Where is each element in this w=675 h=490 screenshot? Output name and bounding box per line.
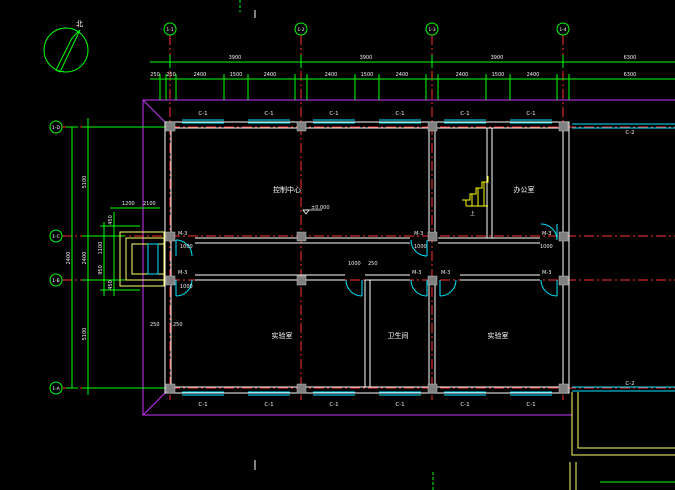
dim-steps: 450 [108,280,114,290]
columns [165,121,569,394]
axis-bubble-1-C: 1-C [49,229,63,243]
window-label: C-1 [264,111,273,117]
dim-misc: 250 [368,261,378,267]
axis-bubble-1-D: 1-D [49,120,63,134]
dim-segment: 2400 [264,72,277,78]
elevation-label: ±0.000 [311,205,330,211]
site-outline [142,392,166,416]
axis-bubble-1-1: 1-1 [163,22,177,36]
site-outline [142,99,166,123]
room-label-lab: 实验室 [272,331,293,340]
svg-text:1-D: 1-D [52,125,60,131]
dim-steps: 2100 [143,201,156,207]
left-dimension-lines [66,118,165,395]
window-label: C-2 [625,130,634,136]
window-label: C-1 [460,402,469,408]
windows-top [182,119,552,124]
dim-segment: 250 [150,72,160,78]
door-label: M-3 [542,270,551,276]
dim-steps: 1200 [122,201,135,207]
axis-bubble-1-B: 1-B [49,273,63,287]
svg-text:1-2: 1-2 [297,27,304,33]
dim-overall: 6300 [624,55,637,61]
dim-steps: 950 [98,265,104,275]
dim-left: 5100 [82,176,88,189]
exterior-walls [164,121,570,394]
dim-segment: 2400 [456,72,469,78]
door-width: 1000 [348,261,361,267]
door-label: M-3 [178,231,187,237]
dim-left: 2400 [82,252,88,265]
axis-bubble-1-4: 1-4 [556,22,570,36]
elevation-mark: ±0.000 [302,205,330,215]
room-label-toilet: 卫生间 [388,331,409,340]
door-width: 1000 [180,284,193,290]
dim-segment: 2400 [194,72,207,78]
top-dimension-lines [150,55,675,100]
door-label: M-3 [414,231,423,237]
room-label-control-center: 控制中心 [273,185,301,194]
dim-segment: 250 [166,72,176,78]
door-width: 1000 [540,244,553,250]
axis-bubble-1-2: 1-2 [294,22,308,36]
door-label: M-3 [178,270,187,276]
dim-segment: 2400 [325,72,338,78]
entrance-door [147,243,159,275]
svg-text:1-B: 1-B [52,278,59,284]
door-width: 1000 [180,244,193,250]
room-label-lab: 实验室 [488,331,509,340]
dim-segment: 6300 [624,72,637,78]
entrance-steps [119,231,165,287]
door-label: M-3 [441,270,450,276]
window-label: C-2 [625,381,634,387]
dim-overall: 3900 [491,55,504,61]
room-label-office: 办公室 [514,185,535,194]
svg-text:1-3: 1-3 [428,27,435,33]
axis-bubble-1-3: 1-3 [425,22,439,36]
dim-steps: 1100 [98,242,104,255]
window-label: C-1 [198,111,207,117]
svg-text:1-4: 1-4 [559,27,566,33]
svg-text:1-A: 1-A [52,386,60,392]
dim-misc: 250 [150,322,160,328]
svg-text:1-C: 1-C [52,234,60,240]
dim-overall: 3900 [229,55,242,61]
dim-segment: 2400 [396,72,409,78]
stair-icon [462,176,489,207]
axis-bubble-1-A: 1-A [49,381,63,395]
window-label: C-1 [395,402,404,408]
door-label: M-3 [542,231,551,237]
window-label: C-1 [264,402,273,408]
door-label: M-3 [412,270,421,276]
dim-left: 2400 [66,252,72,265]
window-label: C-1 [198,402,207,408]
window-label: C-1 [526,111,535,117]
interior-walls [195,128,540,387]
dim-misc: 250 [173,322,183,328]
windows-bottom [182,391,552,396]
north-label: 北 [76,20,83,28]
dim-segment: 1500 [230,72,243,78]
window-label: C-1 [395,111,404,117]
window-label: C-1 [329,111,338,117]
dim-steps: 450 [108,215,114,225]
axis-lines [62,35,675,400]
site-outline [142,100,573,416]
svg-text:1-1: 1-1 [166,27,173,33]
dim-left: 5100 [82,328,88,341]
dim-segment: 1500 [492,72,505,78]
dim-segment: 2400 [527,72,540,78]
door-width: 1000 [414,244,427,250]
window-label: C-1 [526,402,535,408]
stair-label: 上 [470,210,475,217]
dim-overall: 3900 [360,55,373,61]
window-label: C-1 [329,402,338,408]
door-swings [175,223,558,297]
dim-segment: 1500 [361,72,374,78]
window-label: C-1 [460,111,469,117]
north-arrow-icon: 北 [43,20,89,73]
adjacent-structure [569,123,675,490]
